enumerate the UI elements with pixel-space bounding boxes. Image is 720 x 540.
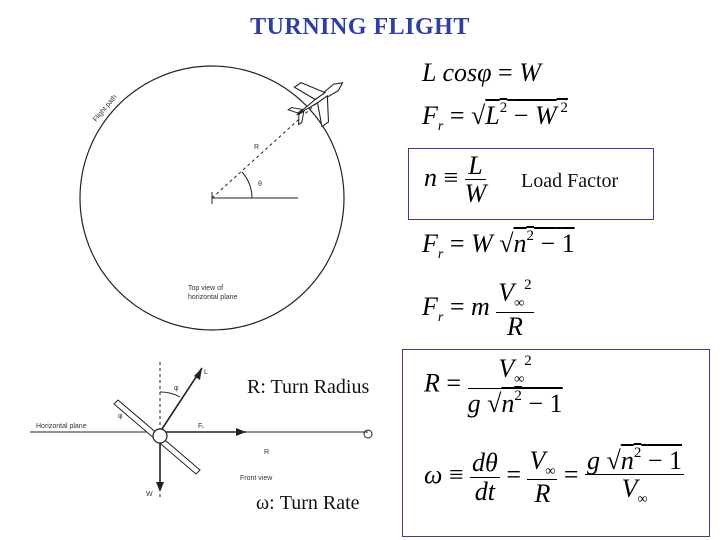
horizontal-plane-label: Horizontal plane (36, 423, 87, 430)
slide-title: TURNING FLIGHT (250, 14, 470, 40)
theta-arc (241, 171, 253, 199)
lift-vector (159, 367, 203, 433)
svg-text:horizontal plane: horizontal plane (188, 294, 238, 301)
turn-formula-box (402, 349, 710, 537)
phi-label: φ (174, 385, 179, 392)
front-view-caption: Front view (240, 475, 273, 482)
svg-text:φ: φ (118, 413, 123, 420)
radius-label: R (254, 144, 259, 151)
turn-radius-label: R: Turn Radius (247, 376, 370, 398)
eq-fr-lift: Fr = √L2 − W 2 (422, 100, 568, 134)
flight-path-circle (79, 65, 345, 331)
load-factor-box (408, 148, 654, 220)
eq-lift-balance: L cosφ = W (422, 58, 541, 87)
aircraft-icon (287, 82, 344, 128)
lift-label: L (204, 369, 208, 376)
load-factor-label: Load Factor (521, 170, 619, 192)
fuselage (152, 428, 168, 444)
r-label: R (264, 449, 269, 456)
top-view-caption: Top view of (188, 285, 223, 292)
turn-rate-label: ω: Turn Rate (256, 492, 360, 514)
theta-label: θ (258, 181, 262, 188)
w-label: W (146, 491, 153, 498)
eq-fr-load-factor: Fr = W √n2 − 1 (422, 228, 575, 262)
fr-label: Fᵣ (198, 423, 204, 430)
